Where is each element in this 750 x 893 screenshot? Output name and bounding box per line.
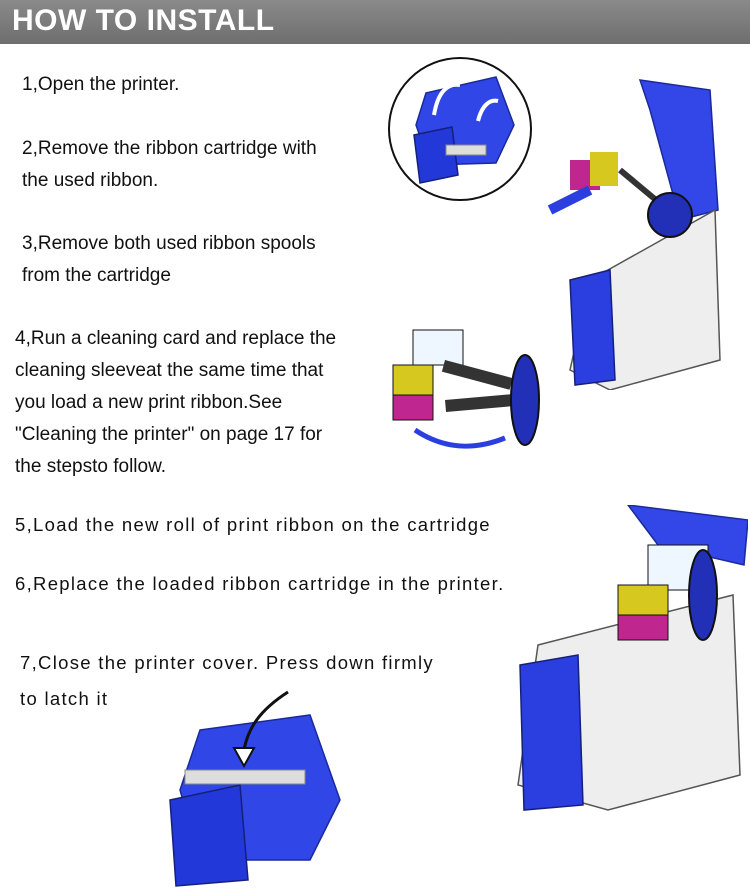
ribbon-cartridge-illustration [392, 329, 540, 449]
printer-open-illustration [547, 79, 721, 390]
step-3-text: 3,Remove both used ribbon spools from th… [22, 233, 316, 286]
printer-loaded-illustration [517, 505, 748, 811]
step-1-text: 1,Open the printer. [22, 74, 180, 95]
step-2-text: 2,Remove the ribbon cartridge with the u… [22, 138, 317, 191]
section-header: HOW TO INSTALL [0, 0, 750, 44]
close-cover-illustration [169, 690, 341, 887]
step-7-text: 7,Close the printer cover. Press down fi… [20, 652, 434, 709]
open-cover-inset-illustration [388, 57, 532, 201]
step-5-text: 5,Load the new roll of print ribbon on t… [15, 514, 491, 535]
step-4-text: 4,Run a cleaning card and replace the cl… [15, 328, 337, 477]
step-6-text: 6,Replace the loaded ribbon cartridge in… [15, 573, 505, 594]
header-title: HOW TO INSTALL [12, 4, 275, 37]
